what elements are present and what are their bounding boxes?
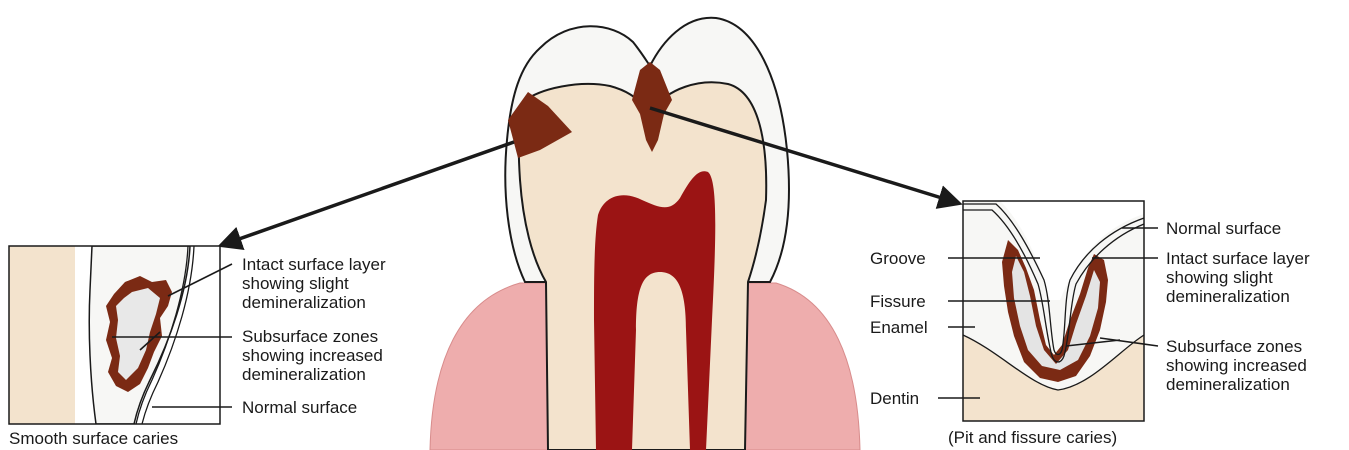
smooth-normal-label: Normal surface — [242, 398, 357, 417]
pit-normal-label: Normal surface — [1166, 219, 1281, 238]
gum-left — [430, 283, 548, 450]
pit-subsurface-label-3: demineralization — [1166, 375, 1290, 394]
arrow-left-down-icon — [222, 142, 514, 245]
pit-subsurface-label-1: Subsurface zones — [1166, 337, 1302, 356]
smooth-subsurface-label-2: showing increased — [242, 346, 383, 365]
smooth-dentin-strip — [9, 246, 75, 424]
pit-groove-label: Groove — [870, 249, 926, 268]
smooth-intact-label-2: showing slight — [242, 274, 349, 293]
gum-right — [745, 283, 860, 450]
smooth-intact-label-3: demineralization — [242, 293, 366, 312]
pit-intact-label-1: Intact surface layer — [1166, 249, 1310, 268]
pit-fissure-inset: Normal surface Intact surface layer show… — [870, 201, 1310, 447]
smooth-intact-label-1: Intact surface layer — [242, 255, 386, 274]
pit-caption: (Pit and fissure caries) — [948, 428, 1117, 447]
smooth-caption: Smooth surface caries — [9, 429, 178, 448]
pit-dentin-label: Dentin — [870, 389, 919, 408]
smooth-subsurface-label-3: demineralization — [242, 365, 366, 384]
pit-intact-label-3: demineralization — [1166, 287, 1290, 306]
pit-fissure-label: Fissure — [870, 292, 926, 311]
tooth-illustration — [430, 18, 860, 450]
smooth-surface-inset: Intact surface layer showing slight demi… — [9, 246, 386, 448]
pit-subsurface-label-2: showing increased — [1166, 356, 1307, 375]
pit-intact-label-2: showing slight — [1166, 268, 1273, 287]
pit-enamel-label: Enamel — [870, 318, 928, 337]
smooth-subsurface-label-1: Subsurface zones — [242, 327, 378, 346]
